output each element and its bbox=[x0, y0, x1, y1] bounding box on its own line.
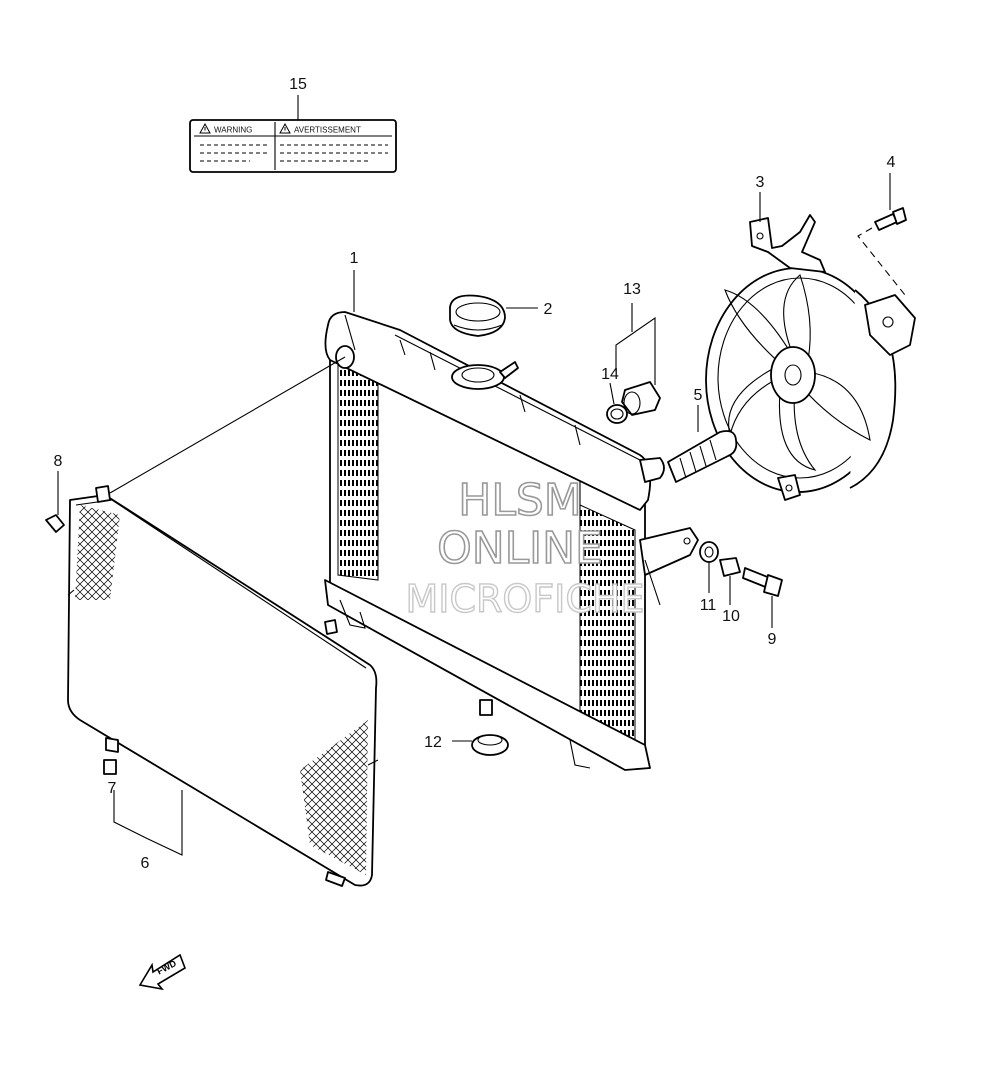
warning-label-right-heading: AVERTISSEMENT bbox=[294, 126, 361, 135]
callout-9: 9 bbox=[768, 631, 777, 648]
fastener bbox=[45, 514, 65, 533]
callout-10: 10 bbox=[722, 608, 740, 625]
callout-8: 8 bbox=[54, 453, 63, 470]
callout-7: 7 bbox=[108, 780, 117, 797]
warning-label: WARNING AVERTISSEMENT bbox=[189, 119, 397, 173]
callout-13: 13 bbox=[623, 281, 641, 298]
watermark-line-3: MICROFICHE bbox=[405, 577, 644, 621]
watermark: HLSM ONLINE MICROFICHE bbox=[405, 474, 645, 622]
callout-15: 15 bbox=[289, 76, 307, 93]
fan-bolt bbox=[857, 207, 907, 296]
callout-3: 3 bbox=[756, 174, 765, 191]
callout-12: 12 bbox=[424, 734, 442, 751]
bolt bbox=[742, 567, 783, 597]
callout-11: 11 bbox=[700, 597, 717, 614]
grommet bbox=[699, 541, 719, 563]
callout-2: 2 bbox=[544, 301, 553, 318]
warning-label-left-heading: WARNING bbox=[214, 126, 252, 135]
radiator bbox=[324, 311, 699, 771]
cushion bbox=[471, 734, 509, 756]
warning-triangle-icon bbox=[279, 122, 291, 134]
leader-lines bbox=[57, 95, 891, 856]
thermo-switch bbox=[667, 430, 738, 483]
callout-labels: 15 1 2 3 4 5 13 14 8 7 6 12 11 10 9 bbox=[54, 76, 896, 872]
callout-4: 4 bbox=[887, 154, 896, 171]
cooling-fan bbox=[705, 214, 916, 501]
callout-6: 6 bbox=[141, 855, 150, 872]
clip bbox=[103, 759, 117, 775]
forward-arrow-icon: FWD bbox=[138, 953, 186, 991]
o-ring bbox=[606, 404, 628, 424]
callout-14: 14 bbox=[601, 366, 619, 383]
callout-1: 1 bbox=[350, 250, 359, 267]
temperature-sensor bbox=[621, 381, 661, 416]
watermark-line-1: HLSM bbox=[458, 475, 582, 526]
warning-triangle-icon bbox=[199, 122, 211, 134]
radiator-cap bbox=[449, 294, 506, 337]
collar bbox=[719, 557, 741, 577]
warning-label-text-lines bbox=[200, 144, 388, 162]
radiator-guard bbox=[67, 485, 379, 887]
watermark-line-2: ONLINE bbox=[437, 523, 603, 574]
callout-5: 5 bbox=[694, 387, 703, 404]
